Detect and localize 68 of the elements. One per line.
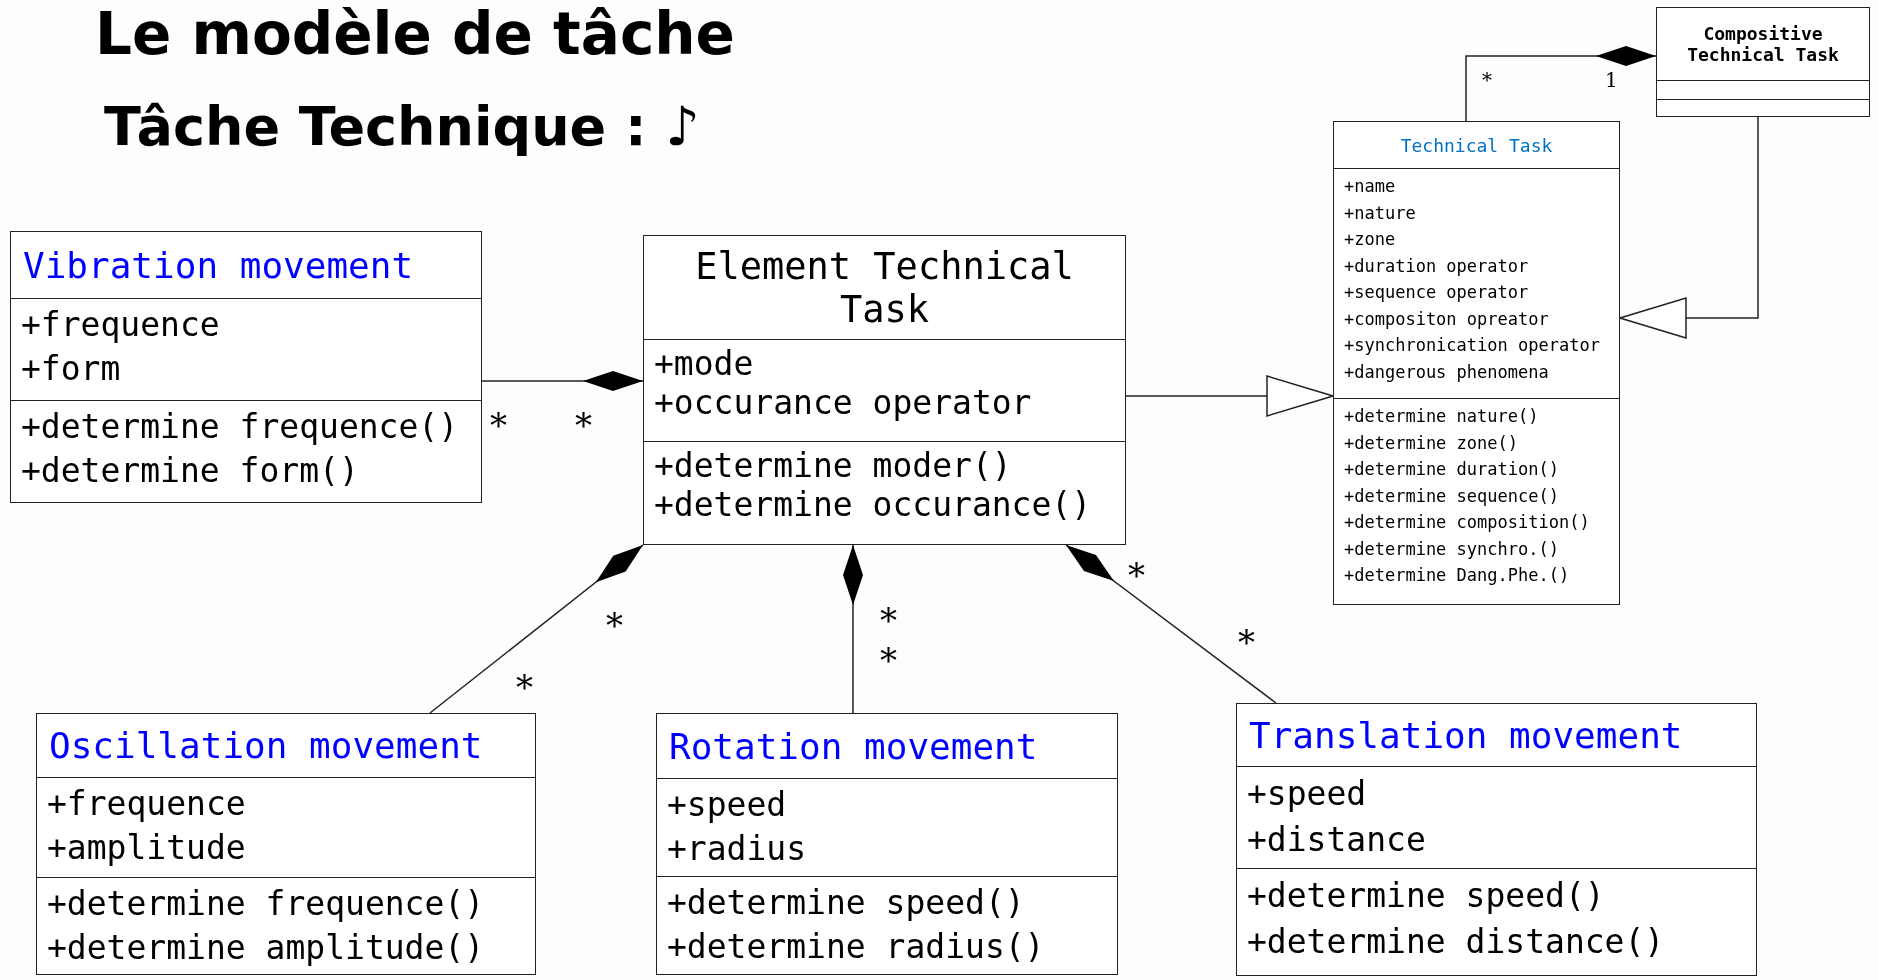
attribute-text: +compositon opreator: [1344, 307, 1549, 331]
class-name: Vibration movement: [23, 244, 414, 286]
method-text: +determine speed(): [667, 882, 1025, 924]
attribute-text: +radius: [667, 828, 807, 870]
attribute-text: +duration operator: [1344, 254, 1529, 278]
multiplicity-label: *: [880, 600, 897, 640]
attribute-text: +mode: [654, 344, 754, 383]
multiplicity-label: 1: [1605, 68, 1618, 92]
method-text: +determine amplitude(): [47, 927, 485, 969]
multiplicity-label: *: [1482, 68, 1492, 92]
class-name: Technical Task: [1400, 134, 1553, 156]
multiplicity-label: *: [490, 405, 507, 445]
slide-subtitle: Tâche Technique : ♪: [104, 95, 700, 158]
class-box: [36, 713, 536, 975]
composition-line: [843, 544, 863, 714]
method-text: +determine Dang.Phe.(): [1344, 564, 1570, 587]
multiplicity-label: *: [516, 667, 533, 707]
method-text: +determine radius(): [667, 926, 1045, 968]
method-text: +determine form(): [21, 450, 359, 492]
attribute-text: +nature: [1344, 201, 1416, 225]
attribute-text: +speed: [1247, 773, 1367, 815]
class-box: [643, 235, 1126, 545]
multiplicity-label: *: [880, 640, 897, 680]
class-box: [656, 713, 1118, 975]
attribute-text: +name: [1344, 175, 1396, 198]
attribute-text: +dangerous phenomena: [1344, 360, 1549, 384]
class-name: Oscillation movement: [49, 724, 483, 766]
composition-line: [429, 544, 644, 714]
method-text: +determine frequence(): [21, 406, 459, 448]
composition-line: [481, 371, 644, 391]
attribute-text: +frequence: [47, 782, 246, 825]
method-text: +determine synchro.(): [1344, 537, 1559, 561]
attribute-text: +zone: [1344, 228, 1396, 251]
method-text: +determine moder(): [654, 446, 1012, 485]
method-text: +determine occurance(): [654, 485, 1092, 524]
composition-line: [1065, 544, 1277, 704]
method-text: +determine distance(): [1247, 921, 1665, 963]
method-text: +determine duration(): [1344, 458, 1559, 481]
slide-title: Le modèle de tâche: [95, 0, 735, 68]
attribute-text: +speed: [667, 784, 787, 826]
multiplicity-label: *: [1128, 555, 1145, 595]
method-text: +determine frequence(): [47, 883, 485, 925]
method-text: +determine sequence(): [1344, 484, 1559, 508]
attribute-text: +sequence operator: [1344, 281, 1529, 304]
method-text: +determine speed(): [1247, 875, 1605, 917]
class-box: [1333, 121, 1620, 605]
method-text: +determine composition(): [1344, 511, 1590, 534]
inheritance-arrow: [1125, 375, 1334, 417]
inheritance-arrow: [1619, 116, 1759, 339]
class-name: Compositive Technical Task: [1686, 23, 1840, 65]
attribute-text: +synchronication operator: [1344, 334, 1600, 357]
attribute-text: +distance: [1247, 819, 1426, 861]
method-text: +determine zone(): [1344, 431, 1518, 455]
class-box: [10, 231, 482, 503]
method-text: +determine nature(): [1344, 405, 1539, 428]
class-box: [1236, 703, 1757, 976]
class-name: Rotation movement: [669, 725, 1038, 767]
class-name: Element Technical Task: [694, 244, 1075, 331]
class-box: [1656, 7, 1870, 117]
multiplicity-label: *: [606, 605, 623, 645]
attribute-text: +occurance operator: [654, 383, 1032, 422]
composition-line: [1465, 46, 1657, 122]
attribute-text: +amplitude: [47, 826, 246, 869]
attribute-text: +form: [21, 348, 121, 390]
attribute-text: +frequence: [21, 304, 220, 346]
class-name: Translation movement: [1249, 714, 1683, 756]
multiplicity-label: *: [1238, 622, 1255, 662]
multiplicity-label: *: [575, 405, 592, 445]
